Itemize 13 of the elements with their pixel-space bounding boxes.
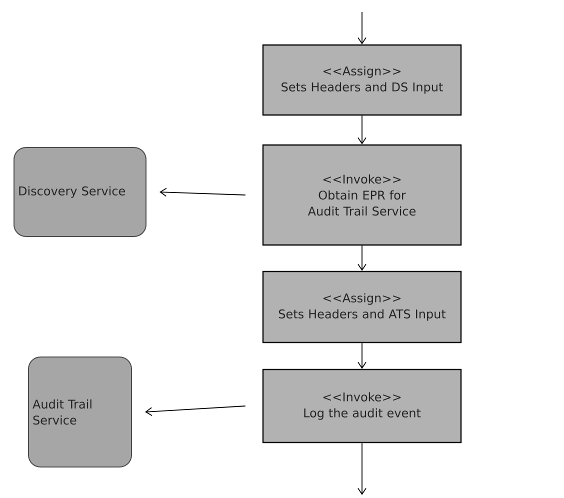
activity-box: <<Assign>> Sets Headers and ATS Input: [262, 270, 462, 344]
arrow: [358, 442, 366, 495]
arrow: [358, 115, 366, 144]
arrow: [160, 188, 246, 197]
arrow: [358, 245, 366, 271]
service-box: Audit Trail Service: [28, 356, 132, 468]
arrow: [145, 406, 246, 416]
activity-box: <<Invoke>> Log the audit event: [262, 368, 462, 444]
arrow: [358, 342, 366, 369]
arrow: [358, 12, 366, 44]
service-box: Discovery Service: [14, 147, 146, 237]
activity-box: <<Assign>> Sets Headers and DS Input: [262, 44, 462, 116]
activity-box: <<Invoke>> Obtain EPR for Audit Trail Service: [262, 144, 462, 246]
